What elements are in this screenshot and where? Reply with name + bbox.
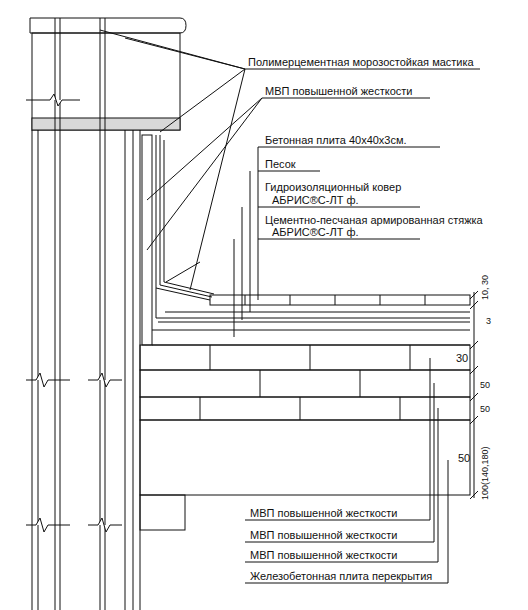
material-label: Цементно-песчаная армированная стяжка [265,214,483,226]
parapet-wall-lines [32,18,140,610]
dimension-text: 100(140,180) [480,446,490,500]
break-symbols [26,94,122,532]
upturn-mvp-board [142,135,152,345]
concrete-floor-slab [140,420,470,495]
material-label: Полимерцементная морозостойкая мастика [248,56,474,68]
material-label: Бетонная плита 40х40х3см. [265,134,407,146]
concrete-tiles [210,295,470,305]
coping-cap [30,18,186,33]
dimension-lines [470,291,478,499]
roof-layers [152,295,470,345]
dimension-text: 50 [458,452,470,464]
dimension-text: 50 [480,380,490,390]
material-label: МВП повышенной жесткости [265,85,412,97]
dimension-text: 10, 30 [480,275,490,300]
dimension-text: 30 [456,352,468,364]
waterproofing-membrane [156,318,470,322]
leader-lines [100,30,480,583]
material-label: МВП повышенной жесткости [250,549,397,561]
dimension-text: 50 [480,404,490,414]
material-label: Песок [265,158,296,170]
material-label: Гидроизоляционный ковер [265,181,401,193]
insulation-slabs [140,345,470,420]
material-label: АБРИС®С-ЛТ ф. [272,226,359,238]
material-label: Железобетонная плита перекрытия [250,570,432,582]
material-label: АБРИС®С-ЛТ ф. [272,194,359,206]
dimension-text: 3 [486,316,491,326]
material-label: МВП повышенной жесткости [250,529,397,541]
upturn-layers [142,135,214,345]
sand-layer [165,312,470,313]
material-label: МВП повышенной жесткости [250,507,397,519]
support-block [140,495,185,530]
screed-layer [152,330,470,345]
cap-band [32,118,180,130]
parapet-cap-block [32,33,180,130]
